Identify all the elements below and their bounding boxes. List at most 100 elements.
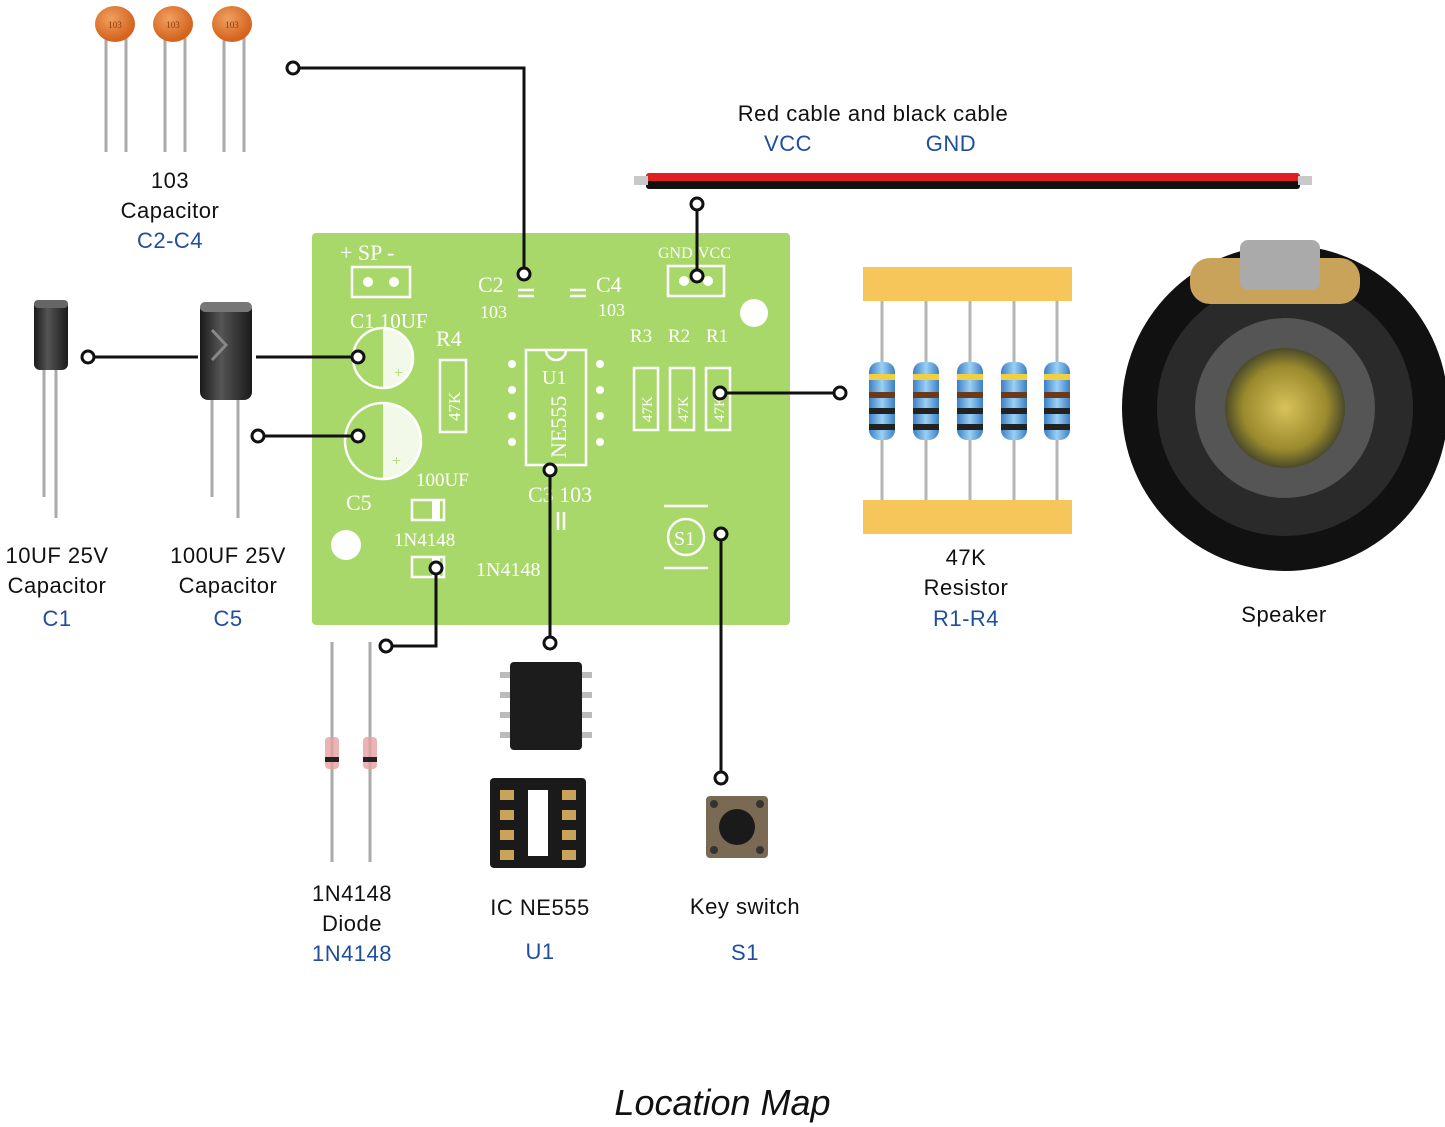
cap-10uf-type: Capacitor: [7, 573, 107, 598]
silk-c2: C2: [478, 272, 504, 297]
key-switch-label: Key switch S1: [660, 892, 830, 968]
cap-10uf-label: 10UF 25V Capacitor C1: [0, 541, 114, 634]
resistor-band: [1001, 408, 1027, 414]
resistors-image: [863, 267, 1072, 534]
silk-c4-value: 103: [598, 300, 625, 320]
cap-100uf-label: 100UF 25V Capacitor C5: [158, 541, 298, 634]
ic-label: IC NE555 U1: [460, 893, 620, 967]
leader-diode: [386, 568, 438, 648]
resistor-ref: R1-R4: [932, 606, 1000, 631]
resistor-body: [1001, 362, 1027, 440]
leader-lines: [88, 66, 840, 778]
resistor-band: [913, 392, 939, 398]
resistor-band: [869, 374, 895, 380]
cable-gnd-label: GND: [925, 131, 977, 156]
ic-ne555-image: [490, 662, 592, 868]
silk-r1-value: 47K: [712, 396, 728, 422]
diode-type: Diode: [322, 911, 382, 936]
ceramic-cap-type: Capacitor: [120, 198, 220, 223]
resistor-band: [957, 374, 983, 380]
resistor-band: [913, 408, 939, 414]
silk-d2: 1N4148: [476, 559, 540, 581]
diodes-image: [325, 642, 377, 862]
speaker-image: [1122, 240, 1445, 571]
diode-label: 1N4148 Diode 1N4148: [282, 879, 422, 969]
cap-100uf-ref: C5: [213, 606, 243, 631]
silk-r4-value: 47K: [445, 391, 464, 421]
diode-ref: 1N4148: [311, 941, 393, 966]
resistor-value: 47K: [945, 545, 987, 570]
silk-r2: R2: [668, 326, 690, 347]
cap-marking: 103: [108, 20, 122, 30]
resistor-band: [869, 392, 895, 398]
resistor-band: [957, 408, 983, 414]
silk-s1: S1: [674, 528, 695, 550]
silk-c5-value: 100UF: [416, 470, 469, 491]
cap-10uf-ref: C1: [42, 606, 72, 631]
ceramic-capacitors-image: 103 103 103: [95, 6, 252, 152]
svg-text:+: +: [392, 453, 401, 470]
silk-ne555: NE555: [546, 396, 571, 458]
cable-image: [634, 173, 1312, 189]
ic-ref: U1: [525, 939, 555, 964]
key-switch-ref: S1: [731, 940, 759, 965]
resistor-band: [1044, 374, 1070, 380]
key-switch-name: Key switch: [689, 894, 801, 919]
resistor-type: Resistor: [923, 575, 1009, 600]
resistor-band: [1001, 424, 1027, 430]
resistor-body: [1044, 362, 1070, 440]
silk-c4: C4: [596, 272, 622, 297]
resistor-band: [957, 392, 983, 398]
cap-marking: 103: [225, 20, 239, 30]
resistor-band: [1044, 392, 1070, 398]
resistor-band: [913, 424, 939, 430]
resistor-body: [957, 362, 983, 440]
cap-10uf-value: 10UF 25V: [5, 543, 109, 568]
resistor-body: [869, 362, 895, 440]
cable-description: Red cable and black cable: [737, 101, 1009, 126]
cap-100uf-value: 100UF 25V: [170, 543, 286, 568]
leader-ceramic-cap: [293, 66, 526, 274]
ceramic-cap-label: 103 Capacitor C2-C4: [100, 166, 240, 256]
page-title: Location Map: [614, 1082, 831, 1123]
resistor-band: [957, 424, 983, 430]
diode-value: 1N4148: [311, 881, 393, 906]
silk-r3: R3: [630, 326, 652, 347]
resistor-label: 47K Resistor R1-R4: [896, 543, 1036, 634]
resistor-band: [1044, 408, 1070, 414]
silk-r2-value: 47K: [676, 396, 692, 422]
red-wire: [646, 173, 1300, 181]
key-switch-image: [706, 796, 768, 858]
capacitor-10uf-image: [34, 300, 68, 518]
speaker-label: Speaker: [1241, 602, 1327, 627]
resistor-body: [913, 362, 939, 440]
ceramic-cap-value: 103: [150, 168, 190, 193]
silk-sp: + SP -: [340, 240, 394, 265]
silk-r3-value: 47K: [640, 396, 656, 422]
silk-vcc: VCC: [698, 245, 731, 262]
silk-c5: C5: [346, 490, 372, 515]
ceramic-cap-ref: C2-C4: [136, 228, 204, 253]
resistor-band: [869, 424, 895, 430]
silk-u1: U1: [542, 367, 566, 389]
silk-gnd: GND: [658, 245, 693, 262]
svg-text:+: +: [394, 365, 403, 382]
resistor-band: [1044, 424, 1070, 430]
cap-100uf-type: Capacitor: [178, 573, 278, 598]
resistor-band: [1001, 374, 1027, 380]
silk-r1: R1: [706, 326, 728, 347]
leader-endpoints: [80, 60, 848, 786]
capacitor-100uf-image: [200, 302, 252, 518]
cap-marking: 103: [166, 20, 180, 30]
silk-c2-value: 103: [480, 302, 507, 322]
resistor-band: [869, 408, 895, 414]
silk-c3: C3 103: [528, 482, 592, 507]
cable-label: Red cable and black cable: [712, 99, 1034, 129]
resistor-band: [1001, 392, 1027, 398]
ic-name: IC NE555: [490, 895, 590, 920]
pcb-board: + SP - C2 103 C4 103 GND VCC C1 10UF + R…: [312, 233, 790, 625]
silk-d1: 1N4148: [394, 530, 455, 551]
black-wire: [646, 181, 1300, 189]
resistor-band: [913, 374, 939, 380]
